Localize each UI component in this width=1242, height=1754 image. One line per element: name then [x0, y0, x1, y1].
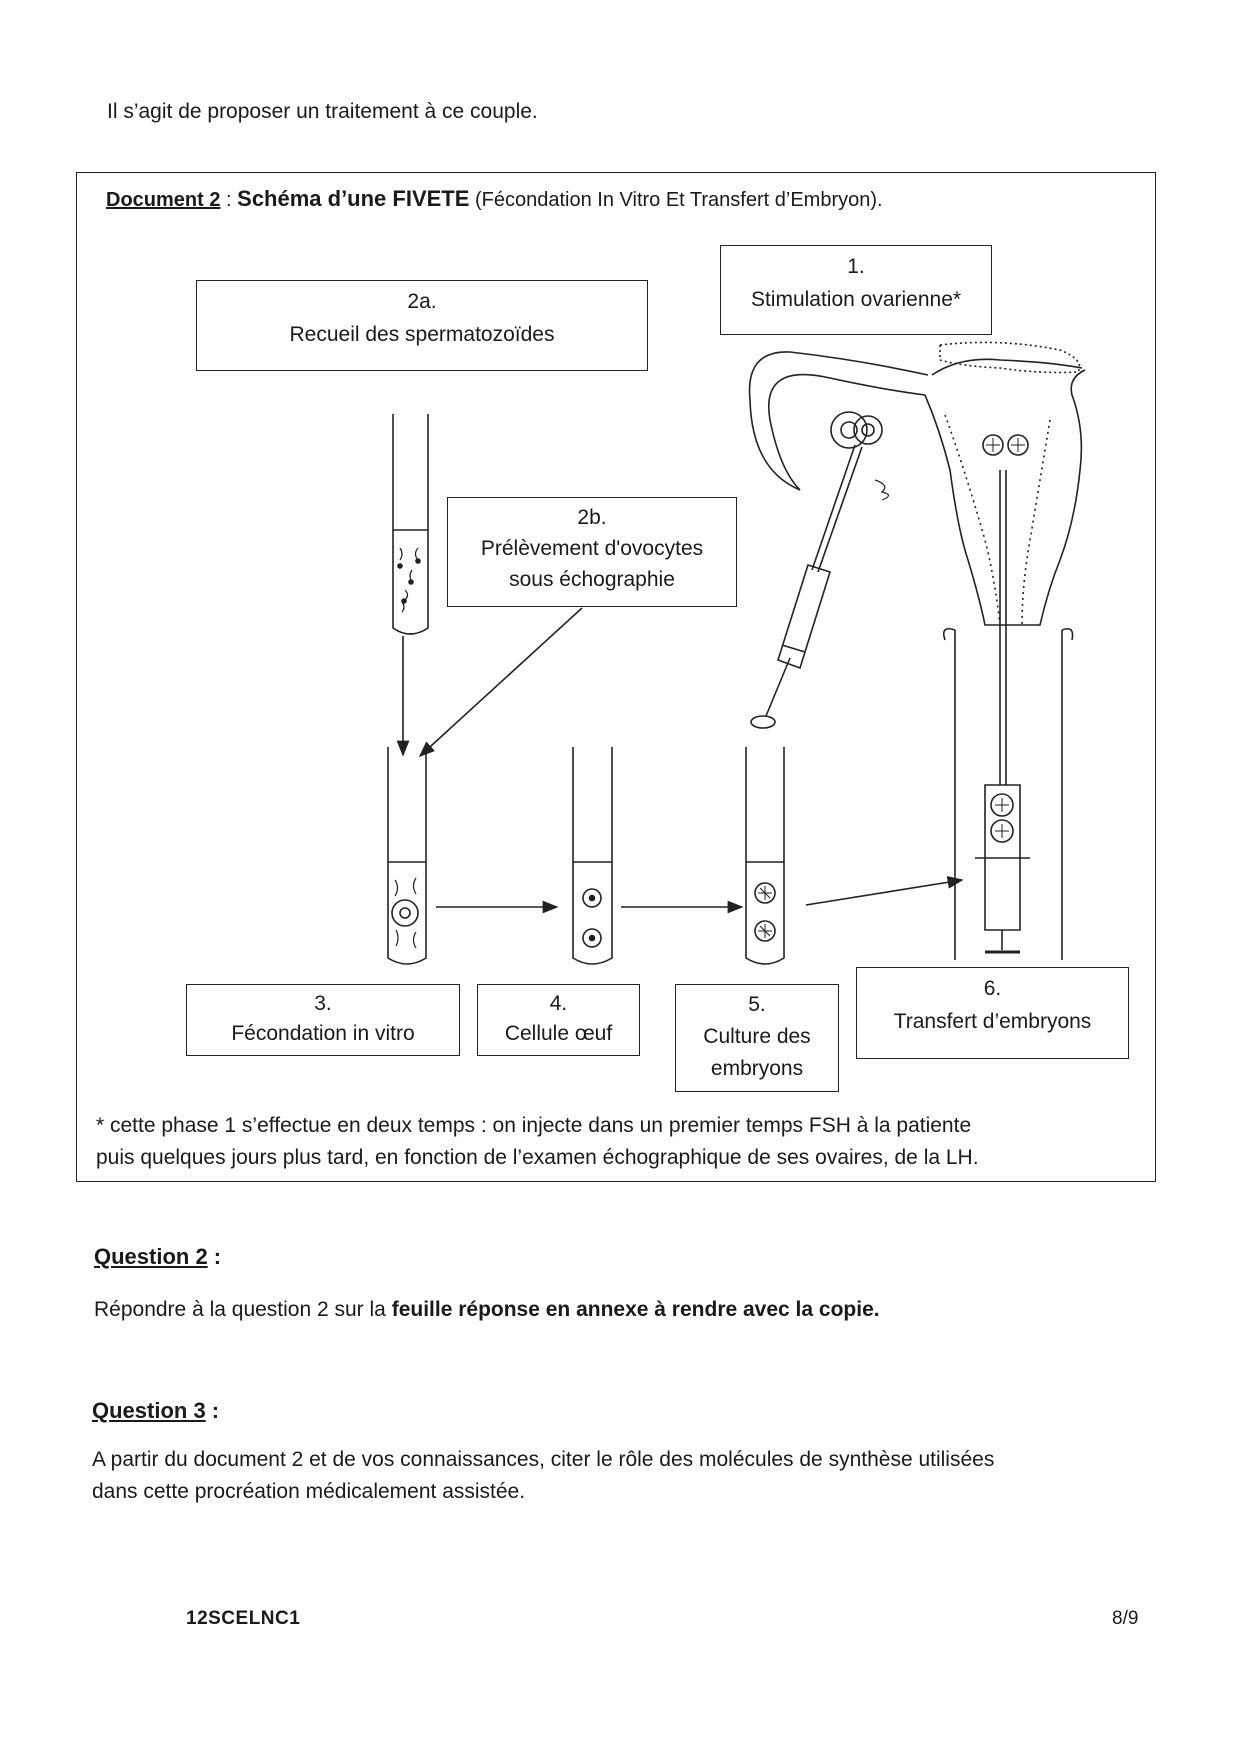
document-subtitle: (Fécondation In Vitro Et Transfert d’Emb…: [474, 189, 883, 211]
step-2a-number: 2a.: [407, 290, 437, 313]
box-step-4: 4. Cellule œuf: [477, 984, 640, 1056]
document-label: Document 2: [106, 189, 221, 211]
sperm-tube: [392, 414, 429, 635]
question-2-text: Répondre à la question 2 sur la feuille …: [94, 1294, 880, 1326]
footnote-line-1: * cette phase 1 s’effectue en deux temps…: [96, 1114, 972, 1137]
question-2-text-prefix: Répondre à la question 2 sur la: [94, 1298, 392, 1321]
footnote-line-2: puis quelques jours plus tard, en foncti…: [96, 1146, 979, 1169]
box-step-6: 6. Transfert d’embryons: [856, 967, 1129, 1059]
question-2-colon: :: [207, 1244, 222, 1269]
box-step-3: 3. Fécondation in vitro: [186, 984, 460, 1056]
document-heading: Schéma d’une FIVETE: [237, 186, 470, 211]
step-5-label-line2: embryons: [710, 1057, 804, 1080]
question-3-heading: Question 3 :: [92, 1398, 219, 1424]
document-footnote: * cette phase 1 s’effectue en deux temps…: [96, 1110, 1136, 1174]
question-3-text: A partir du document 2 et de vos connais…: [92, 1444, 1172, 1508]
transfer-catheter: [975, 470, 1030, 954]
step-6-label: Transfert d’embryons: [893, 1010, 1092, 1033]
step-3-label: Fécondation in vitro: [231, 1022, 415, 1045]
step-2b-label-line1: Prélèvement d'ovocytes: [480, 537, 704, 560]
document-2-frame: [76, 172, 1156, 1182]
fertilization-tube: [387, 747, 427, 965]
uterus-illustration: [748, 341, 1086, 960]
exam-code: 12SCELNC1: [186, 1608, 301, 1629]
document-separator: :: [220, 189, 238, 211]
box-step-1: 1. Stimulation ovarienne*: [720, 245, 992, 335]
step-1-label: Stimulation ovarienne*: [750, 288, 962, 311]
embryo-culture-tube: [745, 747, 785, 965]
step-4-number: 4.: [549, 992, 568, 1015]
document-title: Document 2 : Schéma d’une FIVETE (Fécond…: [106, 186, 883, 212]
step-2b-label-line2: sous échographie: [509, 568, 675, 591]
question-2-label: Question 2: [94, 1244, 208, 1269]
question-3-line-2: dans cette procréation médicalement assi…: [92, 1480, 526, 1503]
box-step-5: 5. Culture des embryons: [675, 984, 839, 1092]
step-5-label-line1: Culture des: [703, 1025, 811, 1048]
page-number: 8/9: [1112, 1608, 1139, 1629]
step-2a-label: Recueil des spermatozoïdes: [289, 323, 555, 346]
step-5-number: 5.: [748, 993, 766, 1016]
step-6-number: 6.: [983, 977, 1002, 1000]
intro-sentence: Il s’agit de proposer un traitement à ce…: [107, 100, 538, 123]
egg-cell-tube: [572, 747, 613, 965]
arrow-oocytes-to-tube: [418, 607, 583, 758]
oocyte-syringe: [750, 444, 863, 729]
step-4-label: Cellule œuf: [504, 1022, 613, 1045]
step-2b-number: 2b.: [577, 506, 607, 529]
step-1-number: 1.: [847, 255, 865, 278]
question-2-heading: Question 2 :: [94, 1244, 221, 1270]
question-2-text-bold: feuille réponse en annexe à rendre avec …: [391, 1298, 880, 1321]
box-step-2a: 2a. Recueil des spermatozoïdes: [196, 280, 648, 371]
step-3-number: 3.: [314, 992, 332, 1015]
question-3-colon: :: [205, 1398, 220, 1423]
box-step-2b: 2b. Prélèvement d'ovocytes sous échograp…: [447, 497, 737, 607]
question-3-label: Question 3: [92, 1398, 206, 1423]
arrow-5-to-6: [805, 875, 964, 906]
question-3-line-1: A partir du document 2 et de vos connais…: [92, 1448, 995, 1471]
